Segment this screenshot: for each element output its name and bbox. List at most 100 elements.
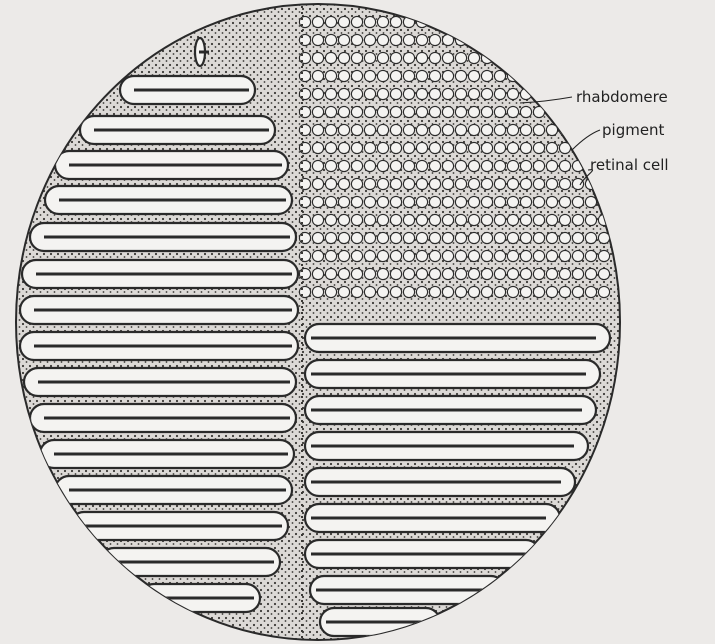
microvillus-bead bbox=[533, 196, 544, 207]
microvillus-bead bbox=[468, 232, 479, 243]
microvillus-bead bbox=[429, 232, 440, 243]
microvillus-bead bbox=[338, 124, 349, 135]
microvillus-bead bbox=[416, 16, 427, 27]
pigment-label: pigment bbox=[602, 121, 665, 139]
microvillus-bead bbox=[520, 160, 531, 171]
microvillus-bead bbox=[351, 232, 362, 243]
microvillus-bead bbox=[598, 214, 609, 225]
microvillus-bead bbox=[559, 268, 570, 279]
microvillus-bead bbox=[429, 16, 440, 27]
microvillus-bead bbox=[351, 70, 362, 81]
microvillus-bead bbox=[494, 106, 505, 117]
microvillus-bead bbox=[403, 52, 414, 63]
microvillus-bead bbox=[377, 178, 388, 189]
microvillus-bead bbox=[416, 178, 427, 189]
microvillus-bead bbox=[468, 142, 479, 153]
microvillus-bead bbox=[403, 250, 414, 261]
microvillus-bead bbox=[429, 124, 440, 135]
microvillus-bead bbox=[533, 124, 544, 135]
microvillus-bead bbox=[507, 160, 518, 171]
microvillus-bead bbox=[312, 232, 323, 243]
microvillus-bead bbox=[455, 142, 466, 153]
microvillus-bead bbox=[325, 214, 336, 225]
microvillus-bead bbox=[442, 106, 453, 117]
microvillus-bead bbox=[338, 214, 349, 225]
microvillus-bead bbox=[416, 142, 427, 153]
microvillus-bead bbox=[572, 250, 583, 261]
microvillus-bead bbox=[572, 286, 583, 297]
microvillus-bead bbox=[351, 34, 362, 45]
microvillus-bead bbox=[507, 232, 518, 243]
microvillus-bead bbox=[507, 70, 518, 81]
microvillus-bead bbox=[377, 286, 388, 297]
microvillus-bead bbox=[325, 106, 336, 117]
microvillus-bead bbox=[494, 232, 505, 243]
microvillus-bead bbox=[312, 52, 323, 63]
microvillus-bead bbox=[312, 286, 323, 297]
microvillus-bead bbox=[377, 268, 388, 279]
microvillus-bead bbox=[429, 142, 440, 153]
microvillus-bead bbox=[481, 232, 492, 243]
microvillus-bead bbox=[377, 142, 388, 153]
microvillus-bead bbox=[481, 196, 492, 207]
microvillus-bead bbox=[325, 124, 336, 135]
microvillus-bead bbox=[546, 160, 557, 171]
microvillus-bead bbox=[572, 178, 583, 189]
microvillus-bead bbox=[390, 268, 401, 279]
microvillus-bead bbox=[351, 214, 362, 225]
microvillus-bead bbox=[403, 106, 414, 117]
microvillus-bead bbox=[481, 214, 492, 225]
microvillus-bead bbox=[572, 268, 583, 279]
microvillus-bead bbox=[585, 214, 596, 225]
microvillus-bead bbox=[494, 178, 505, 189]
microvillus-bead bbox=[338, 178, 349, 189]
microvillus-bead bbox=[507, 124, 518, 135]
microvillus-bead bbox=[494, 286, 505, 297]
microvillus-bead bbox=[481, 88, 492, 99]
microvillus-bead bbox=[546, 142, 557, 153]
microvillus-bead bbox=[338, 16, 349, 27]
microvillus-bead bbox=[455, 214, 466, 225]
microvillus-bead bbox=[416, 160, 427, 171]
microvillus-bead bbox=[338, 70, 349, 81]
microvillus-bead bbox=[455, 232, 466, 243]
microvillus-bead bbox=[390, 196, 401, 207]
microvillus-bead bbox=[312, 268, 323, 279]
microvillus-bead bbox=[598, 232, 609, 243]
microvillus-bead bbox=[338, 286, 349, 297]
microvillus-bead bbox=[442, 160, 453, 171]
microvillus-bead bbox=[325, 142, 336, 153]
microvillus-bead bbox=[377, 106, 388, 117]
microvillus-bead bbox=[364, 142, 375, 153]
microvillus-bead bbox=[494, 160, 505, 171]
microvillus-bead bbox=[390, 34, 401, 45]
microvillus-bead bbox=[481, 178, 492, 189]
microvillus-bead bbox=[533, 142, 544, 153]
microvillus-bead bbox=[416, 70, 427, 81]
microvillus-bead bbox=[364, 232, 375, 243]
microvillus-bead bbox=[455, 178, 466, 189]
microvillus-bead bbox=[481, 142, 492, 153]
microvillus-bead bbox=[520, 214, 531, 225]
microvillus-bead bbox=[364, 106, 375, 117]
microvillus-bead bbox=[455, 160, 466, 171]
microvillus-bead bbox=[312, 88, 323, 99]
microvillus-bead bbox=[429, 178, 440, 189]
microvillus-bead bbox=[416, 196, 427, 207]
microvillus-bead bbox=[559, 250, 570, 261]
microvillus-bead bbox=[312, 178, 323, 189]
microvillus-bead bbox=[351, 88, 362, 99]
microvillus-bead bbox=[468, 286, 479, 297]
microvillus-bead bbox=[325, 70, 336, 81]
microvillus-bead bbox=[390, 106, 401, 117]
microvillus-bead bbox=[429, 70, 440, 81]
microvillus-bead bbox=[507, 286, 518, 297]
microvillus-bead bbox=[325, 16, 336, 27]
microvillus-bead bbox=[364, 178, 375, 189]
microvillus-bead bbox=[455, 124, 466, 135]
microvillus-bead bbox=[429, 250, 440, 261]
microvillus-bead bbox=[364, 52, 375, 63]
microvillus-bead bbox=[546, 286, 557, 297]
microvillus-bead bbox=[338, 196, 349, 207]
microvillus-bead bbox=[325, 250, 336, 261]
